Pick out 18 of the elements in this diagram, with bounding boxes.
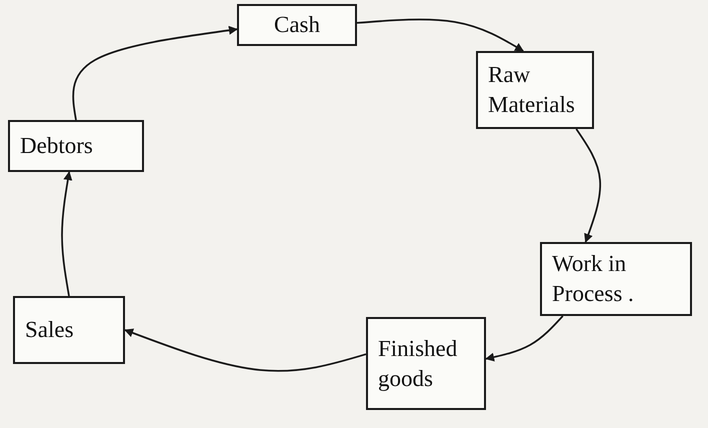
step-label: Debtors	[20, 132, 93, 160]
process-box	[8, 120, 144, 172]
process-box	[366, 317, 486, 410]
step-label: Raw Materials	[488, 61, 576, 119]
process-box	[476, 51, 594, 129]
curved-arrow	[485, 315, 564, 362]
curved-arrow	[576, 128, 602, 243]
process-box	[237, 4, 357, 46]
step-label: Cash	[274, 11, 320, 40]
process-box	[13, 296, 125, 364]
step-label: Sales	[25, 316, 74, 344]
step-label: Finished goods	[378, 334, 458, 393]
curved-arrow	[356, 18, 524, 52]
curved-arrow	[72, 26, 238, 120]
step-label: Work in Process .	[552, 250, 635, 308]
curved-arrow	[124, 328, 366, 372]
curved-arrow	[61, 171, 72, 296]
process-box	[540, 242, 692, 316]
